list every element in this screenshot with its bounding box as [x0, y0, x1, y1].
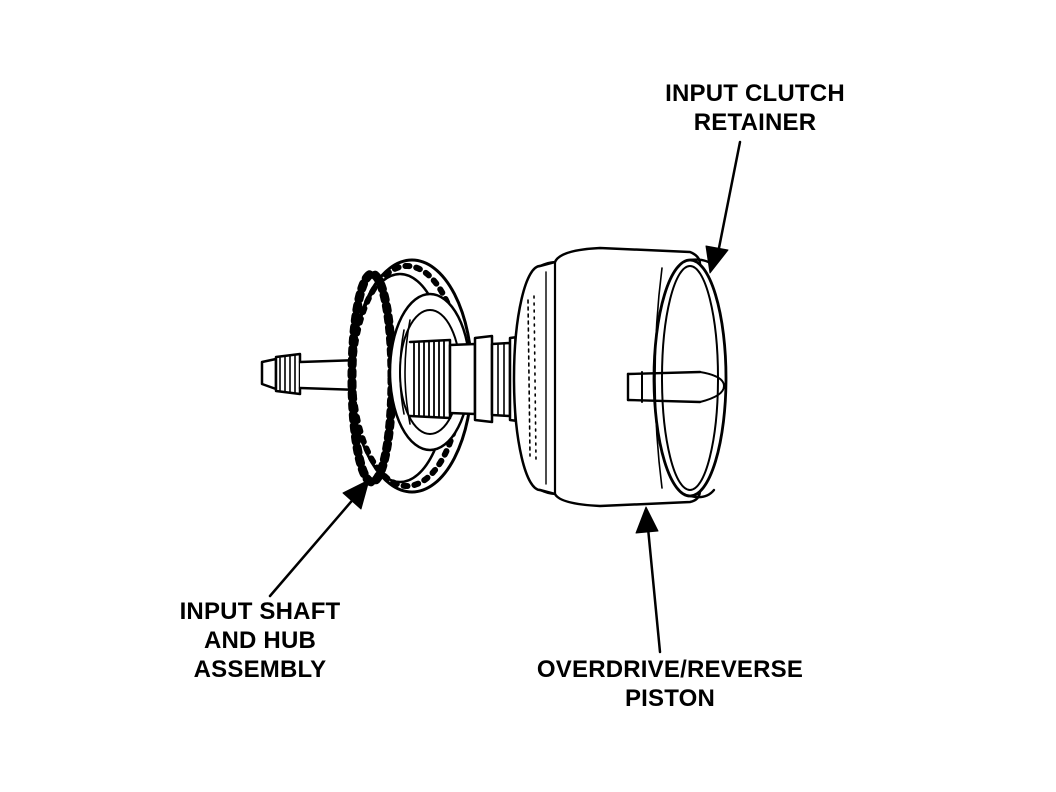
- arrow-piston: [646, 526, 662, 654]
- label-line: PISTON: [624, 685, 716, 712]
- arrow-shaft: [268, 494, 358, 598]
- arrowhead-piston: [635, 506, 659, 534]
- label-line: ASSEMBLY: [193, 656, 327, 683]
- arrowhead-retainer: [705, 245, 729, 274]
- label-line: OVERDRIVE/REVERSE: [536, 656, 804, 683]
- arrowhead-shaft: [342, 479, 370, 510]
- label-input-shaft-hub-assembly: INPUT SHAFT AND HUB ASSEMBLY: [160, 597, 360, 684]
- label-line: INPUT CLUTCH: [665, 80, 845, 107]
- label-overdrive-reverse-piston: OVERDRIVE/REVERSE PISTON: [520, 655, 820, 713]
- input-shaft: [260, 352, 362, 396]
- label-input-clutch-retainer: INPUT CLUTCH RETAINER: [640, 79, 870, 137]
- leader-arrows: [268, 140, 742, 654]
- clutch-drum: [512, 246, 728, 508]
- label-line: INPUT SHAFT: [179, 598, 341, 625]
- label-line: RETAINER: [693, 109, 817, 136]
- label-line: AND HUB: [203, 627, 317, 654]
- arrow-retainer: [715, 140, 742, 260]
- spline-shaft: [408, 334, 527, 424]
